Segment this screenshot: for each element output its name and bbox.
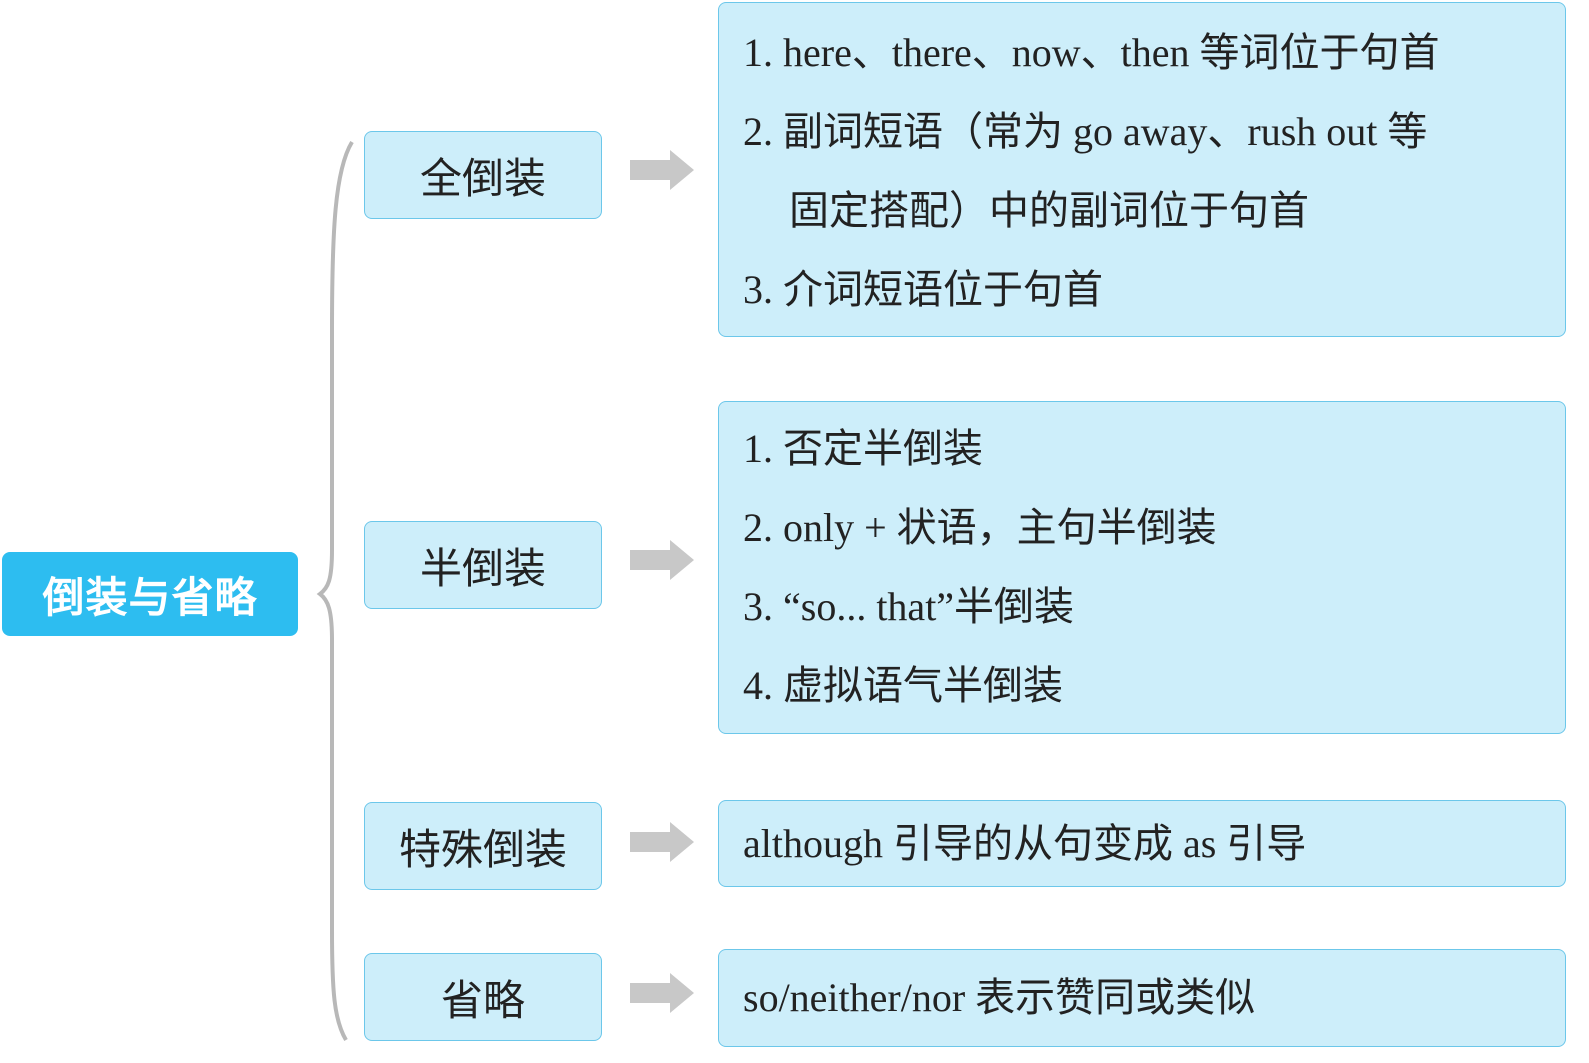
detail-box-special-inversion: although 引导的从句变成 as 引导 — [718, 800, 1566, 887]
detail-item: so/neither/nor 表示赞同或类似 — [743, 975, 1256, 1020]
category-full-inversion: 全倒装 — [364, 131, 602, 219]
arrow-right-icon — [630, 540, 694, 580]
detail-box-ellipsis: so/neither/nor 表示赞同或类似 — [718, 949, 1566, 1047]
brace-connector — [316, 140, 354, 1042]
detail-item: 固定搭配）中的副词位于句首 — [789, 188, 1309, 233]
category-ellipsis: 省略 — [364, 953, 602, 1041]
detail-box-full-inversion: 1. here、there、now、then 等词位于句首 2. 副词短语（常为… — [718, 2, 1566, 337]
category-special-inversion: 特殊倒装 — [364, 802, 602, 890]
detail-box-partial-inversion: 1. 否定半倒装 2. only + 状语，主句半倒装 3. “so... th… — [718, 401, 1566, 734]
detail-item: although 引导的从句变成 as 引导 — [743, 821, 1307, 866]
arrow-right-icon — [630, 973, 694, 1013]
arrow-right-icon — [630, 150, 694, 190]
detail-item: 2. only + 状语，主句半倒装 — [743, 505, 1217, 550]
detail-item: 4. 虚拟语气半倒装 — [743, 663, 1063, 708]
category-partial-inversion: 半倒装 — [364, 521, 602, 609]
detail-item: 1. 否定半倒装 — [743, 426, 983, 471]
arrow-right-icon — [630, 822, 694, 862]
detail-item: 3. “so... that”半倒装 — [743, 584, 1075, 629]
detail-item: 3. 介词短语位于句首 — [743, 267, 1103, 312]
detail-item: 2. 副词短语（常为 go away、rush out 等 — [743, 109, 1428, 154]
detail-item: 1. here、there、now、then 等词位于句首 — [743, 30, 1440, 75]
root-node: 倒装与省略 — [2, 552, 298, 636]
